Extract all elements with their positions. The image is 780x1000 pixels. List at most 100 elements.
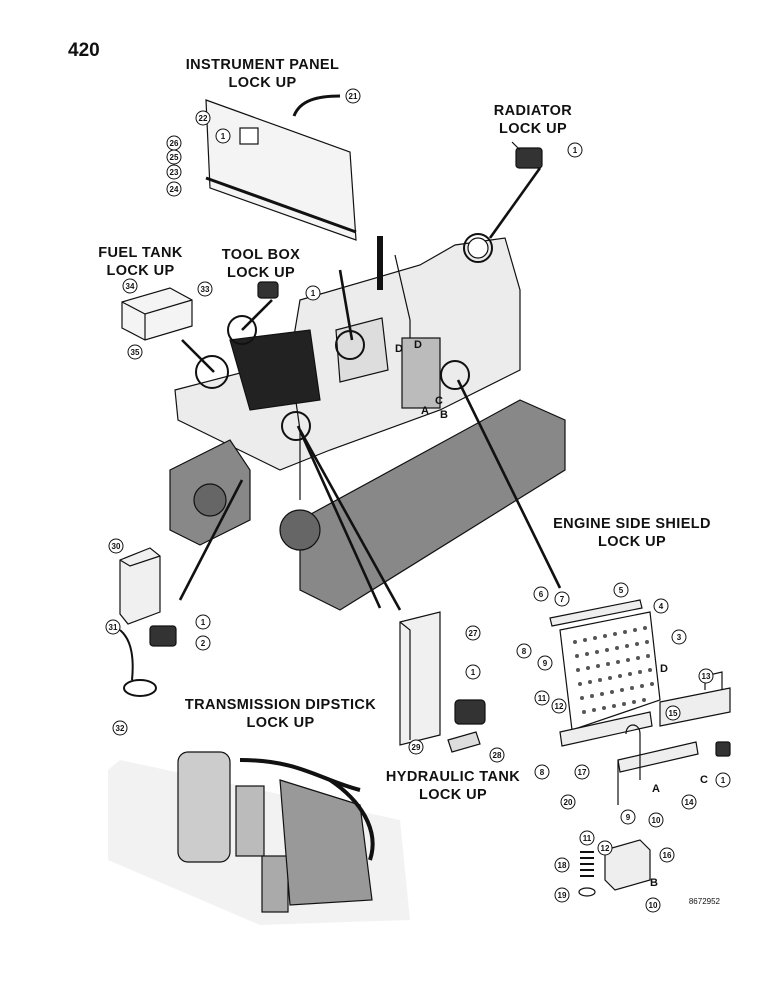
svg-text:25: 25	[170, 153, 179, 162]
callout-24: 24	[166, 181, 182, 197]
callout-11-top: 11	[534, 690, 550, 706]
callout-14: 14	[681, 794, 697, 810]
callout-1-shield: 1	[715, 772, 731, 788]
svg-text:10: 10	[652, 816, 661, 825]
instrument-panel-cover	[205, 99, 357, 241]
svg-text:10: 10	[649, 901, 658, 910]
svg-text:13: 13	[702, 672, 711, 681]
lock-block	[578, 839, 651, 897]
callout-32: 32	[112, 720, 128, 736]
svg-text:29: 29	[412, 743, 421, 752]
radiator-padlock	[511, 141, 543, 169]
svg-text:1: 1	[573, 146, 578, 155]
callout-11-bottom: 11	[579, 830, 595, 846]
svg-text:1: 1	[721, 776, 726, 785]
svg-text:14: 14	[685, 798, 694, 807]
callout-7: 7	[554, 591, 570, 607]
callout-12-bottom: 12	[597, 840, 613, 856]
callout-33: 33	[197, 281, 213, 297]
svg-text:12: 12	[601, 844, 610, 853]
callout-8-bottom: 8	[534, 764, 550, 780]
callout-29: 29	[408, 739, 424, 755]
svg-text:1: 1	[471, 668, 476, 677]
svg-text:9: 9	[626, 813, 631, 822]
callout-28: 28	[489, 747, 505, 763]
side-shield-plate	[549, 599, 731, 805]
callout-21: 21	[345, 88, 361, 104]
callout-6: 6	[533, 586, 549, 602]
letter-a-shield: A	[652, 783, 660, 795]
callout-13: 13	[698, 668, 714, 684]
svg-text:8: 8	[522, 647, 527, 656]
svg-text:2: 2	[201, 639, 206, 648]
callout-15: 15	[665, 705, 681, 721]
svg-text:21: 21	[349, 92, 358, 101]
dipstick-cover	[119, 547, 161, 625]
svg-text:27: 27	[469, 629, 478, 638]
svg-text:18: 18	[558, 861, 567, 870]
transmission-photo	[108, 751, 410, 925]
callout-20: 20	[560, 794, 576, 810]
svg-text:7: 7	[560, 595, 565, 604]
callout-22: 22	[195, 110, 211, 126]
svg-text:15: 15	[669, 709, 678, 718]
svg-text:8: 8	[540, 768, 545, 777]
bracket-21	[292, 94, 341, 117]
svg-text:3: 3	[677, 633, 682, 642]
svg-text:28: 28	[493, 751, 502, 760]
svg-text:24: 24	[170, 185, 179, 194]
svg-text:19: 19	[558, 891, 567, 900]
letter-d-tractor-2: D	[414, 339, 422, 351]
fuel-tank-bracket	[121, 287, 193, 341]
callout-3: 3	[671, 629, 687, 645]
callout-8-top: 8	[516, 643, 532, 659]
callout-35: 35	[127, 344, 143, 360]
callout-1-hydraulic: 1	[465, 664, 481, 680]
svg-text:30: 30	[112, 542, 121, 551]
tractor-body	[169, 236, 566, 611]
callout-1-dipstick: 1	[195, 614, 211, 630]
callout-31: 31	[105, 619, 121, 635]
svg-text:1: 1	[311, 289, 316, 298]
clamp-32	[123, 679, 157, 697]
svg-text:9: 9	[543, 659, 548, 668]
svg-text:32: 32	[116, 724, 125, 733]
svg-text:4: 4	[659, 602, 664, 611]
callout-18: 18	[554, 857, 570, 873]
svg-text:11: 11	[583, 834, 592, 843]
svg-text:22: 22	[199, 114, 208, 123]
svg-text:16: 16	[663, 851, 672, 860]
callout-5: 5	[613, 582, 629, 598]
callout-12-top: 12	[551, 698, 567, 714]
callout-26: 26	[166, 135, 182, 151]
callout-17: 17	[574, 764, 590, 780]
callout-9-top: 9	[537, 655, 553, 671]
letter-d-tractor: D	[395, 343, 403, 355]
callout-27: 27	[465, 625, 481, 641]
dipstick-padlock	[119, 625, 177, 681]
toolbox-padlock	[257, 281, 279, 299]
radiator-leader	[488, 167, 542, 239]
callout-10-bottom: 10	[645, 897, 661, 913]
callout-34: 34	[122, 278, 138, 294]
callout-2: 2	[195, 635, 211, 651]
svg-text:26: 26	[170, 139, 179, 148]
callout-1-panel: 1	[215, 128, 231, 144]
svg-text:5: 5	[619, 586, 624, 595]
letter-a-tractor: A	[421, 405, 429, 417]
callout-10-mid: 10	[648, 812, 664, 828]
letter-c-shield: C	[700, 774, 708, 786]
svg-text:33: 33	[201, 285, 210, 294]
svg-text:12: 12	[555, 702, 564, 711]
svg-text:34: 34	[126, 282, 135, 291]
page-number: 420	[68, 40, 100, 61]
callout-1-toolbox: 1	[305, 285, 321, 301]
svg-text:17: 17	[578, 768, 587, 777]
callout-9-bottom: 9	[620, 809, 636, 825]
svg-text:1: 1	[201, 618, 206, 627]
svg-text:31: 31	[109, 623, 118, 632]
